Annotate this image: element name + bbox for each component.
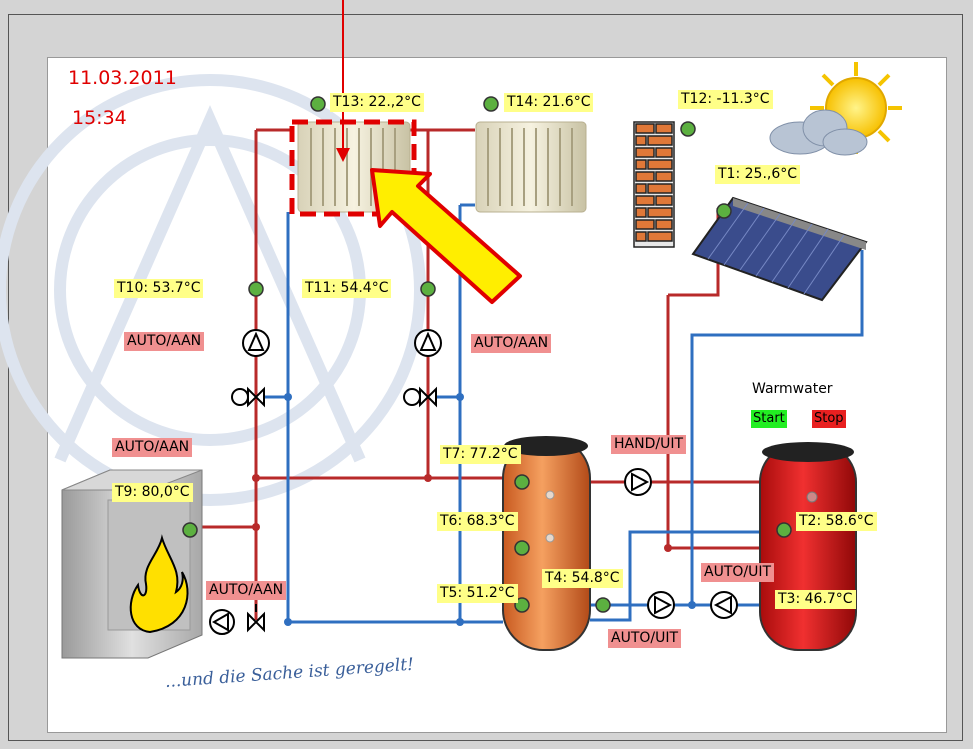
radiator-highlight-box [289, 119, 417, 217]
time-display: 15:34 [72, 107, 127, 129]
flame-icon [129, 534, 189, 634]
sensor-t6-label: T6: 68.3°C [437, 512, 518, 531]
warmwater-pump-mode[interactable]: AUTO/UIT [701, 563, 775, 582]
radiator-right [475, 121, 587, 213]
sensor-t12-label: T12: -11.3°C [678, 90, 773, 109]
mixing-valve-icon[interactable] [247, 604, 265, 633]
warmwater-start-button[interactable]: Start [751, 410, 787, 428]
warmwater-title: Warmwater [752, 381, 833, 397]
warmwater-stop-button[interactable]: Stop [812, 410, 846, 428]
pump-icon[interactable] [647, 591, 675, 619]
buffer-tank [502, 436, 591, 651]
yellow-highlight-arrow [370, 168, 522, 304]
pump-icon[interactable] [209, 609, 235, 635]
pump-left-mode[interactable]: AUTO/AAN [124, 332, 205, 351]
pump-icon[interactable] [414, 329, 442, 357]
boiler [61, 469, 203, 659]
mixing-valve-icon[interactable] [403, 386, 437, 408]
sensor-t11-label: T11: 54.4°C [302, 279, 392, 298]
sensor-t2-label: T2: 58.6°C [796, 512, 877, 531]
buffer-pump-mode[interactable]: HAND/UIT [611, 435, 687, 454]
sensor-t9-label: T9: 80,0°C [112, 483, 193, 502]
pump-icon[interactable] [242, 329, 270, 357]
boiler-mode[interactable]: AUTO/AAN [112, 438, 193, 457]
sensor-dots [182, 96, 818, 613]
brick-wall-icon [633, 121, 675, 248]
solar-pump-mode[interactable]: AUTO/UIT [608, 629, 682, 648]
warmwater-tank [759, 442, 857, 651]
sun-cloud-icon [769, 62, 902, 156]
pump-icon[interactable] [624, 468, 652, 496]
sensor-t10-label: T10: 53.7°C [114, 279, 204, 298]
sensor-t4-label: T4: 54.8°C [542, 569, 623, 588]
pointer-line [336, 0, 350, 162]
sensor-t3-label: T3: 46.7°C [775, 590, 856, 609]
mixing-valve-icon[interactable] [231, 386, 265, 408]
date-display: 11.03.2011 [68, 67, 177, 89]
sensor-t1-label: T1: 25.,6°C [715, 165, 801, 184]
pump-icon[interactable] [710, 591, 738, 619]
sensor-t13-label: T13: 22.,2°C [330, 93, 424, 112]
pipe-junctions [252, 393, 696, 626]
pump-right-mode[interactable]: AUTO/AAN [471, 334, 552, 353]
sensor-t5-label: T5: 51.2°C [437, 584, 518, 603]
boiler-pump-mode[interactable]: AUTO/AAN [206, 581, 287, 600]
hot-pipes [200, 128, 760, 620]
sensor-t14-label: T14: 21.6°C [504, 93, 594, 112]
sensor-t7-label: T7: 77.2°C [440, 445, 521, 464]
solar-collector [691, 196, 868, 302]
